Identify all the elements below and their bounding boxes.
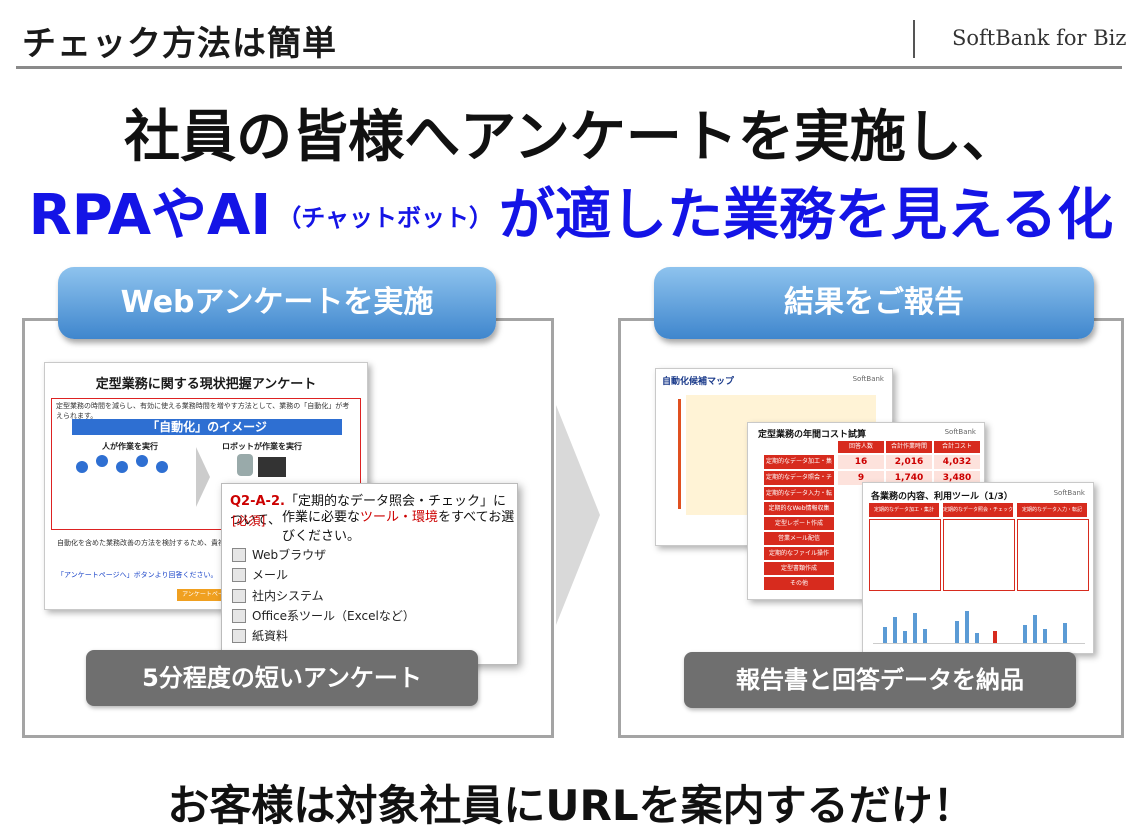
- table-row-label: 定期的なデータ加工・集計: [764, 455, 834, 479]
- report3-column-header: 定期的なデータ加工・集計: [869, 503, 939, 517]
- map-axis-arrow-icon: [678, 399, 681, 509]
- page-title: チェック方法は簡単: [22, 24, 337, 64]
- report3-column-box: [1017, 519, 1089, 591]
- flow-arrow-icon: [556, 405, 600, 625]
- person-icon: [76, 461, 88, 473]
- checkbox[interactable]: [232, 547, 246, 562]
- question-line1: Q2-A-2.「定期的なデータ照会・チェック」について、: [230, 490, 517, 528]
- option-label: Webブラウザ: [252, 548, 327, 562]
- headline-visualize: が適した業務を見える化: [498, 183, 1114, 248]
- brand-logo-text: SoftBank for Biz: [952, 26, 1127, 50]
- option-label: 紙資料: [252, 629, 289, 643]
- table-header: 合計コスト: [934, 441, 980, 453]
- survey-page-preview: 定型業務に関する現状把握アンケート 定型業務の時間を減らし、有効に使える業務時間…: [44, 362, 368, 610]
- table-cell: 3,480: [934, 471, 980, 485]
- report3-column-header: 定期的なデータ入力・転記: [1017, 503, 1087, 517]
- option-label: 社内システム: [252, 589, 324, 603]
- computer-icon: [258, 457, 286, 477]
- table-row-label: 定期的なファイル操作: [764, 547, 834, 560]
- survey-intro: 定型業務の時間を減らし、有効に使える業務時間を増やす方法として、業務の「自動化」…: [56, 402, 350, 420]
- option-paper-documents[interactable]: 紙資料: [232, 627, 288, 644]
- table-cell: 1,740: [886, 471, 932, 485]
- checkbox[interactable]: [232, 567, 246, 582]
- header-separator: [913, 20, 915, 58]
- table-cell: 4,032: [934, 455, 980, 469]
- checkbox[interactable]: [232, 608, 246, 623]
- question-text-a: 作業に必要な: [282, 510, 361, 525]
- report3-column-box: [869, 519, 941, 591]
- option-internal-system[interactable]: 社内システム: [232, 587, 324, 604]
- option-label: メール: [252, 568, 289, 582]
- report3-bar-chart: [873, 599, 1085, 644]
- report-caption: 報告書と回答データを納品: [684, 652, 1076, 708]
- automation-image-title: 「自動化」のイメージ: [72, 419, 342, 435]
- table-row-label: 定期的なWeb情報収集: [764, 502, 834, 515]
- survey-question-card: Q2-A-2.「定期的なデータ照会・チェック」について、 作業に必要なツール・環…: [221, 483, 518, 665]
- option-label: Office系ツール（Excelなど）: [252, 609, 415, 623]
- report2-title: 定型業務の年間コスト試算: [758, 430, 867, 440]
- option-mail[interactable]: メール: [232, 566, 288, 583]
- headline-chatbot-note: （チャットボット）: [277, 204, 493, 232]
- survey-title: 定型業務に関する現状把握アンケート: [95, 377, 317, 392]
- question-number: Q2-A-2.: [230, 494, 285, 509]
- checkbox[interactable]: [232, 588, 246, 603]
- option-office-tools[interactable]: Office系ツール（Excelなど）: [232, 607, 415, 624]
- table-header: 合計作業時間: [886, 441, 932, 453]
- question-text-emphasis: ツール・環境: [360, 510, 439, 525]
- table-cell: 16: [838, 455, 884, 469]
- required-badge: [必須]: [232, 514, 266, 528]
- headline-rpa-ai: RPAやAI: [28, 183, 272, 248]
- question-line2: 作業に必要なツール・環境をすべてお選びください。: [282, 506, 517, 544]
- question-text-b: をすべてお選びください。: [282, 510, 515, 544]
- option-web-browser[interactable]: Webブラウザ: [232, 546, 326, 563]
- report1-brand: SoftBank: [852, 375, 884, 383]
- table-header: 回答人数: [838, 441, 884, 453]
- checkbox[interactable]: [232, 628, 246, 643]
- report2-brand: SoftBank: [944, 428, 976, 436]
- table-row-label: その他: [764, 577, 834, 590]
- robot-label: ロボットが作業を実行: [222, 442, 302, 451]
- question-text-line1: 「定期的なデータ照会・チェック」について、: [230, 494, 506, 528]
- report1-title: 自動化候補マップ: [662, 377, 735, 387]
- person-icon: [156, 461, 168, 473]
- table-row-label: 定期的なデータ照会・チェック: [764, 471, 834, 495]
- report-tools-detail: 各業務の内容、利用ツール（1/3） SoftBank 定期的なデータ加工・集計 …: [862, 482, 1094, 654]
- table-row-label: 定型レポート作成: [764, 517, 834, 530]
- survey-pill: Webアンケートを実施: [58, 267, 496, 339]
- report3-column-header: 定期的なデータ照会・チェック: [943, 503, 1013, 517]
- headline-line1: 社員の皆様へアンケートを実施し、: [124, 105, 1018, 170]
- footer-message: お客様は対象社員にURLを案内するだけ！: [167, 781, 975, 830]
- report3-brand: SoftBank: [1053, 489, 1085, 497]
- table-cell: 9: [838, 471, 884, 485]
- header-divider: [16, 66, 1122, 69]
- report3-column-box: [943, 519, 1015, 591]
- survey-body: 自動化を含めた業務改善の方法を検討するため、貴社の定型: [57, 539, 246, 547]
- survey-intro-box: 定型業務の時間を減らし、有効に使える業務時間を増やす方法として、業務の「自動化」…: [51, 398, 361, 530]
- robot-icon: [237, 454, 253, 476]
- survey-caption: 5分程度の短いアンケート: [86, 650, 478, 706]
- person-icon: [96, 455, 108, 467]
- person-icon: [136, 455, 148, 467]
- table-row-label: 定型書類作成: [764, 562, 834, 575]
- report3-title: 各業務の内容、利用ツール（1/3）: [871, 492, 1013, 502]
- human-label: 人が作業を実行: [102, 442, 158, 451]
- survey-link[interactable]: 「アンケートページへ」ボタンより回答ください。: [57, 571, 218, 579]
- table-row-label: 営業メール配信: [764, 532, 834, 545]
- person-icon: [116, 461, 128, 473]
- headline-line2: RPAやAI（チャットボット）が適した業務を見える化: [0, 170, 1142, 251]
- table-cell: 2,016: [886, 455, 932, 469]
- report-pill: 結果をご報告: [654, 267, 1094, 339]
- table-row-label: 定期的なデータ入力・転記: [764, 487, 834, 510]
- arrow-icon: [196, 447, 210, 507]
